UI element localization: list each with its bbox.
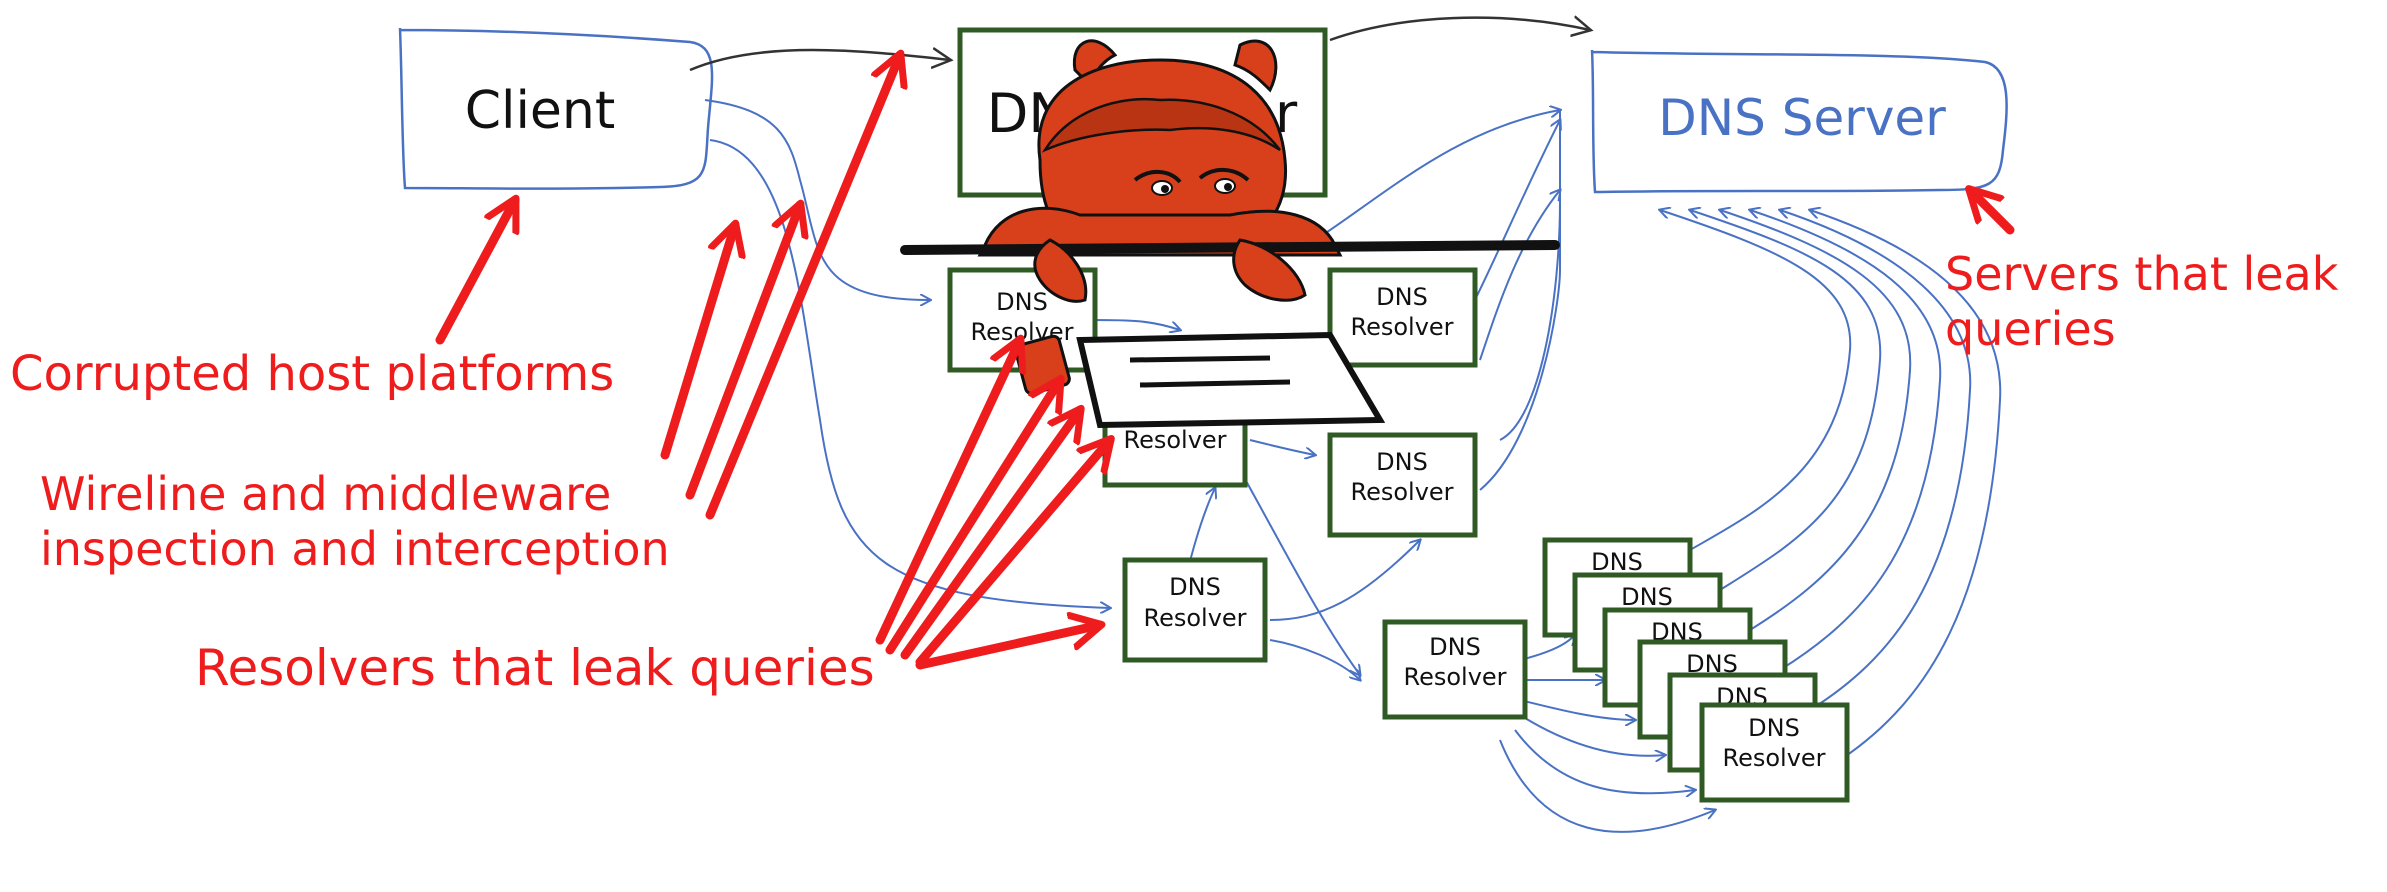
dns-server-right-label: DNS Server [1658, 89, 1946, 147]
dns-resolver-stack: DNS DNS DNS DNS DNS DNS Resolver [1542, 537, 1850, 803]
dns-resolver-5: DNS Resolver [1122, 557, 1268, 663]
resolver-1-line1: DNS [996, 288, 1048, 316]
resolver-6-line2: Resolver [1403, 663, 1506, 691]
stack-1-line1: DNS [1591, 548, 1643, 576]
top-flow-arrows [689, 18, 1590, 72]
resolver-6-line1: DNS [1429, 633, 1481, 661]
servers-leak-label-line1: Servers that leak [1945, 247, 2339, 301]
stack-6-line2: Resolver [1722, 744, 1825, 772]
resolver-5-line2: Resolver [1143, 604, 1246, 632]
corrupted-host-label: Corrupted host platforms [10, 346, 614, 402]
stack-6-line1: DNS [1748, 714, 1800, 742]
wireline-label-line1: Wireline and middleware [40, 467, 611, 521]
wireline-label-line2: inspection and interception [40, 522, 670, 576]
resolvers-leak-label: Resolvers that leak queries [195, 639, 875, 697]
client-label: Client [465, 81, 616, 141]
stack-2-line1: DNS [1621, 583, 1673, 611]
resolver-4-line1: DNS [1376, 448, 1428, 476]
resolver-4-line2: Resolver [1350, 478, 1453, 506]
dns-resolver-4: DNS Resolver [1327, 432, 1478, 538]
threat-arrows [435, 55, 2015, 670]
dns-resolver-6: DNS Resolver [1382, 619, 1528, 720]
resolver-2-line2: Resolver [1350, 313, 1453, 341]
client-node: Client [398, 27, 714, 190]
devil-mascot-icon [900, 39, 1560, 429]
threat-annotations: Corrupted host platforms Wireline and mi… [10, 247, 2339, 697]
dns-server-right-node: DNS Server [1590, 49, 2008, 194]
servers-leak-label-line2: queries [1945, 302, 2116, 356]
resolver-5-line1: DNS [1169, 573, 1221, 601]
resolver-2-line1: DNS [1376, 283, 1428, 311]
stack-resolver-6: DNS Resolver [1699, 702, 1850, 803]
resolver-nodes: DNS Resolver DNS Resolver DNS Resolver D… [947, 267, 1850, 803]
resolver-3-line2: Resolver [1123, 426, 1226, 454]
dns-resolver-2: DNS Resolver [1327, 267, 1478, 368]
